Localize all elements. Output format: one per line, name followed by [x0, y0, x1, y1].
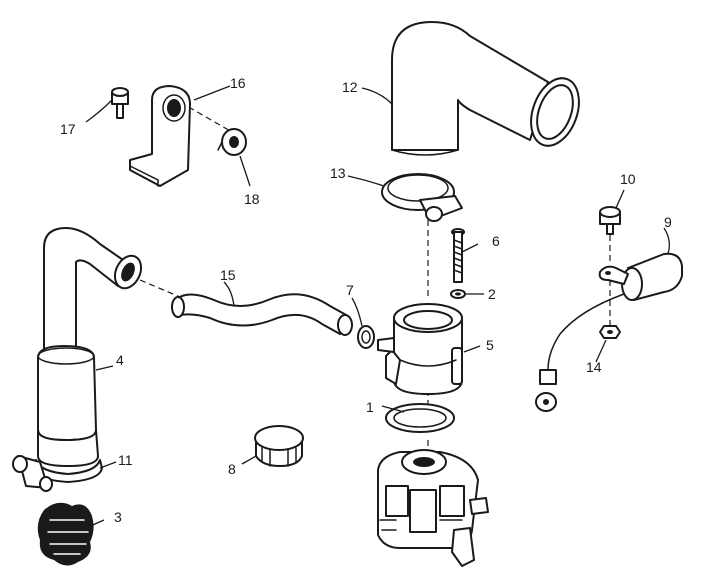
callout-labels: 1 2 3 4 5 6 7 8 9 10 11 12 13 14 15 16 1… — [60, 75, 672, 525]
callout-15: 15 — [220, 267, 236, 283]
part-9-condenser — [535, 252, 683, 412]
part-15-hose — [171, 293, 353, 336]
callout-11: 11 — [118, 452, 133, 468]
callout-8: 8 — [228, 461, 236, 477]
part-10-bolt — [599, 206, 621, 235]
part-1-gasket — [385, 403, 455, 433]
callout-6: 6 — [492, 233, 500, 249]
callout-16: 16 — [230, 75, 246, 91]
part-7-o-ring — [357, 325, 375, 349]
callout-12: 12 — [342, 79, 358, 95]
part-4-tube — [37, 227, 143, 467]
callout-3: 3 — [114, 509, 122, 525]
part-14-nut — [599, 325, 621, 339]
part-12-elbow-tube — [391, 21, 580, 156]
callout-9: 9 — [664, 214, 672, 230]
part-11-band-clamp — [12, 455, 103, 492]
part-5-adapter — [377, 303, 463, 395]
part-3-flame-arrestor — [37, 502, 94, 566]
part-18-grommet — [217, 128, 247, 156]
carburetor — [377, 449, 489, 567]
callout-18: 18 — [244, 191, 260, 207]
part-17-bolt — [111, 87, 129, 119]
part-13-hose-clamp — [381, 173, 463, 222]
leader-lines — [85, 85, 670, 529]
callout-2: 2 — [488, 286, 496, 302]
part-6-screw — [451, 228, 465, 283]
callout-17: 17 — [60, 121, 76, 137]
part-2-lock-washer — [450, 289, 466, 299]
callout-14: 14 — [586, 359, 602, 375]
part-8-cap — [254, 425, 304, 467]
callout-13: 13 — [330, 165, 346, 181]
callout-5: 5 — [486, 337, 494, 353]
part-16-bracket — [129, 85, 191, 187]
callout-4: 4 — [116, 352, 124, 368]
callout-10: 10 — [620, 171, 636, 187]
callout-7: 7 — [346, 282, 354, 298]
callout-1: 1 — [366, 399, 374, 415]
